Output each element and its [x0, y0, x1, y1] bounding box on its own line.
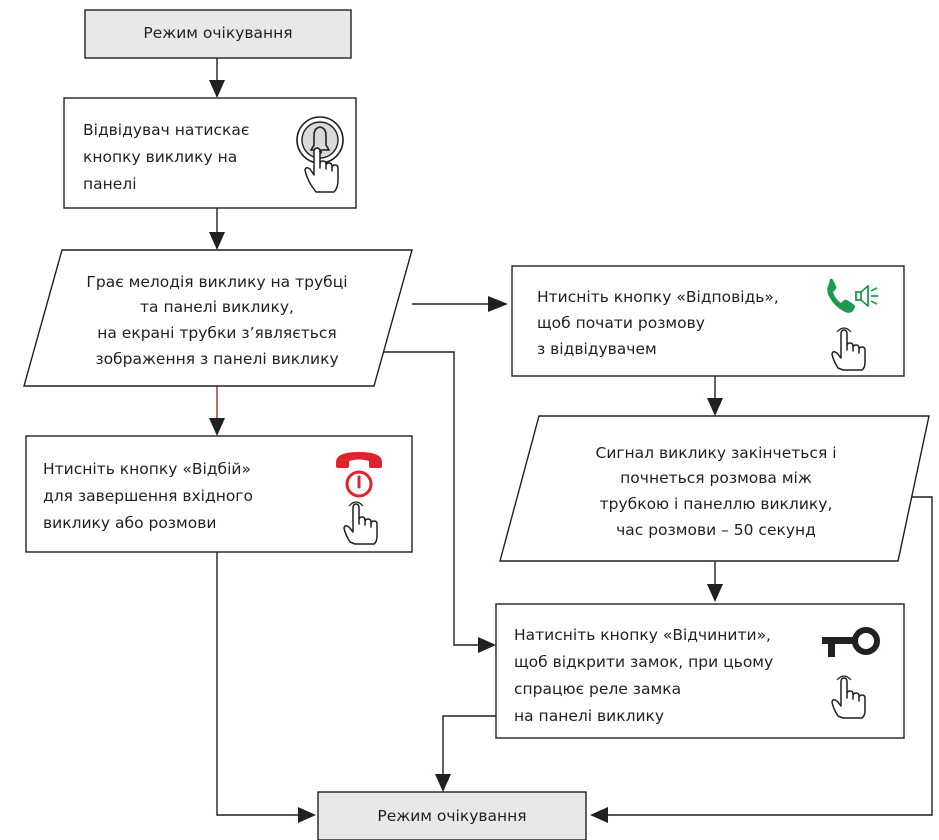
node-melody: [23, 249, 413, 387]
label-talk-line-4: час розмови – 50 секунд: [616, 521, 816, 539]
finger-press-icon: [831, 675, 866, 719]
arrow-talk-to-standby: [608, 496, 933, 816]
label-reject-line-2: для завершення вхідного: [43, 487, 253, 505]
label-unlock-line-1: Натисніть кнопку «Відчинити»,: [514, 626, 771, 644]
label-visitor-line-1: Відвідувач натискає: [83, 121, 250, 139]
key-icon: [822, 627, 880, 657]
red-handset-power-icon: [336, 452, 382, 498]
doorbell-press-icon: [296, 116, 344, 193]
arrow-unlock-to-standby: [442, 715, 496, 780]
label-unlock-line-2: щоб відкрити замок, при цьому: [514, 653, 774, 671]
green-handset-speaker-icon: [827, 278, 878, 313]
node-unlock: [495, 603, 905, 739]
arrow-melody-to-unlock: [374, 351, 484, 646]
label-visitor-line-2: кнопку виклику на: [83, 148, 238, 166]
label-melody-line-1: Грає мелодія виклику на трубці: [86, 273, 348, 291]
node-talk: [499, 415, 930, 562]
finger-press-icon: [831, 327, 866, 371]
label-answer-line-2: щоб почати розмову: [537, 314, 705, 332]
node-standby-top: [84, 9, 352, 59]
label-reject-line-1: Нтисніть кнопку «Відбій»: [43, 460, 251, 478]
label-melody-line-4: зображення з панелі виклику: [95, 350, 339, 368]
label-visitor-line-3: панелі: [83, 175, 137, 193]
label-talk-line-2: почнеться розмова між: [620, 469, 812, 487]
label-talk-line-1: Сигнал виклику закінчеться і: [595, 444, 837, 462]
label-standby-bottom: Режим очікування: [377, 807, 527, 825]
label-unlock-line-3: спрацює реле замка: [514, 680, 682, 698]
label-melody-line-2: та панелі виклику,: [140, 298, 294, 316]
node-standby-bottom: [317, 791, 587, 840]
arrow-reject-to-standby: [216, 552, 300, 816]
label-unlock-line-4: на панелі виклику: [514, 707, 665, 725]
label-answer-line-1: Нтисніть кнопку «Відповідь»,: [537, 288, 779, 306]
label-reject-line-3: виклику або розмови: [43, 514, 217, 532]
label-melody-line-3: на екрані трубки з’являється: [97, 324, 337, 342]
label-answer-line-3: з відвідувачем: [537, 340, 657, 358]
finger-press-icon: [343, 501, 378, 545]
label-talk-line-3: трубкою і панеллю виклику,: [599, 495, 833, 513]
label-standby-top: Режим очікування: [143, 24, 293, 42]
